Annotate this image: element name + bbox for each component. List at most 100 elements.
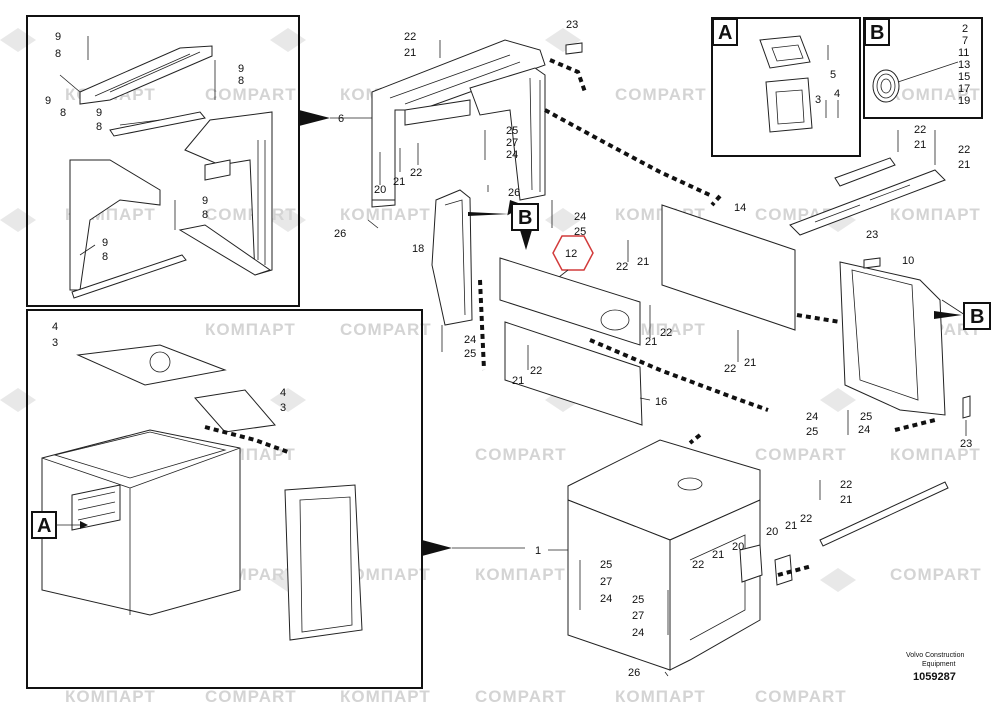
watermark-text: КОМПАРТ xyxy=(890,85,981,104)
part-label: 25 xyxy=(860,411,872,423)
upper-frame-drawing xyxy=(355,39,713,229)
watermark-text: КОМПАРТ xyxy=(890,205,981,224)
part-label: 21 xyxy=(914,139,926,151)
document-number: 1059287 xyxy=(913,671,956,683)
part-label: 22 xyxy=(958,144,970,156)
panel-parts-drawing xyxy=(499,194,841,445)
watermark-text: COMPART xyxy=(755,687,847,706)
credit-line: Equipment xyxy=(922,661,956,668)
watermark-text: КОМПАРТ xyxy=(65,687,156,706)
part-label: 21 xyxy=(840,494,852,506)
part-label: 9 xyxy=(55,31,61,43)
credit-line: Volvo Construction xyxy=(906,652,964,659)
right-assembly-labels: 22 21 22 21 23 10 24 25 25 24 23 xyxy=(806,124,972,450)
part-label: 22 xyxy=(410,167,422,179)
part-label: 9 xyxy=(238,63,244,75)
svg-text:A: A xyxy=(37,515,51,537)
part-label: 22 xyxy=(692,559,704,571)
part-label: 24 xyxy=(574,211,586,223)
part-label: 21 xyxy=(637,256,649,268)
bracket-part xyxy=(565,42,583,55)
part-label: 25 xyxy=(574,226,586,238)
part-label: 25 xyxy=(806,426,818,438)
watermark-text: COMPART xyxy=(340,320,432,339)
part-label: 27 xyxy=(632,610,644,622)
part-label: 21 xyxy=(404,47,416,59)
part-label: 4 xyxy=(280,387,286,399)
part-label: 7 xyxy=(962,35,968,47)
part-label: 9 xyxy=(202,195,208,207)
part-label: 20 xyxy=(766,526,778,538)
watermark-text: КОМПАРТ xyxy=(205,320,296,339)
part-label: 17 xyxy=(958,83,970,95)
part-label: 16 xyxy=(655,396,667,408)
part-label: 27 xyxy=(506,137,518,149)
part-label: 8 xyxy=(55,48,61,60)
part-label: 24 xyxy=(632,627,644,639)
watermark-text: КОМПАРТ xyxy=(340,565,431,584)
part-label: 11 xyxy=(958,47,969,59)
part-label: 24 xyxy=(464,334,476,346)
detail-bottomleft-labels: 4 3 4 3 A xyxy=(31,321,286,539)
part-label: 26 xyxy=(508,187,520,199)
part-label: 23 xyxy=(566,19,578,31)
part-label: 22 xyxy=(660,327,672,339)
cab-base-detail-drawing xyxy=(41,344,363,641)
detail-box-frame xyxy=(26,15,355,307)
cab-base-labels: 1 22 21 22 21 20 22 21 20 25 27 24 25 27… xyxy=(535,479,852,679)
part-label: 25 xyxy=(632,594,644,606)
cab-base-drawing xyxy=(548,439,949,677)
part-label: 24 xyxy=(806,411,818,423)
part-label: 24 xyxy=(506,149,518,161)
callout-b-letter: B xyxy=(870,22,884,44)
part-label: 19 xyxy=(958,95,970,107)
part-label: 24 xyxy=(858,424,870,436)
part-label: 18 xyxy=(412,243,424,255)
part-label: 22 xyxy=(840,479,852,491)
part-label: 9 xyxy=(96,107,102,119)
part-label: 21 xyxy=(958,159,970,171)
callout-b-badge: B xyxy=(468,199,539,250)
watermark-text: КОМПАРТ xyxy=(890,445,981,464)
part-label: 21 xyxy=(785,520,797,532)
upper-frame-labels: 22 21 6 25 27 24 22 21 20 26 26 23 24 25… xyxy=(334,19,586,255)
part-label: 9 xyxy=(45,95,51,107)
watermark-text: COMPART xyxy=(205,205,297,224)
right-assembly-drawing xyxy=(789,130,971,436)
part-label: 4 xyxy=(52,321,58,333)
svg-text:B: B xyxy=(518,207,532,229)
part-label: 27 xyxy=(600,576,612,588)
part-label: 8 xyxy=(60,107,66,119)
callout-a-letter: A xyxy=(718,22,732,44)
part-label: 8 xyxy=(202,209,208,221)
watermark-text: КОМПАРТ xyxy=(340,687,431,706)
part-label: 3 xyxy=(52,337,58,349)
part-label: 25 xyxy=(464,348,476,360)
part-label: 8 xyxy=(238,75,244,87)
part-label: 15 xyxy=(958,71,970,83)
frame-section-drawing xyxy=(59,36,273,299)
svg-text:B: B xyxy=(970,306,984,328)
part-label: 1 xyxy=(535,545,541,557)
part-label: 6 xyxy=(338,113,344,125)
callout-a-badge: A xyxy=(31,511,88,539)
part-label: 3 xyxy=(280,402,286,414)
detail-topleft-labels: 9 8 9 8 9 8 9 8 9 8 9 8 xyxy=(45,31,244,263)
part-label: 23 xyxy=(960,438,972,450)
part-label: 8 xyxy=(102,251,108,263)
part-label: 21 xyxy=(712,549,724,561)
watermark-text: COMPART xyxy=(755,445,847,464)
part-label: 22 xyxy=(914,124,926,136)
watermark-text: КОМПАРТ xyxy=(475,565,566,584)
part-label: 21 xyxy=(744,357,756,369)
part-label: 10 xyxy=(902,255,914,267)
part-label: 22 xyxy=(530,365,542,377)
watermark-text: COMPART xyxy=(475,445,567,464)
part-label: 9 xyxy=(102,237,108,249)
post-part-drawing xyxy=(431,189,486,371)
watermark-text: COMPART xyxy=(205,85,297,104)
callout-box-b: B 2 7 11 13 15 17 19 xyxy=(863,17,983,119)
part-label: 23 xyxy=(866,229,878,241)
part-label: 3 xyxy=(815,94,821,106)
